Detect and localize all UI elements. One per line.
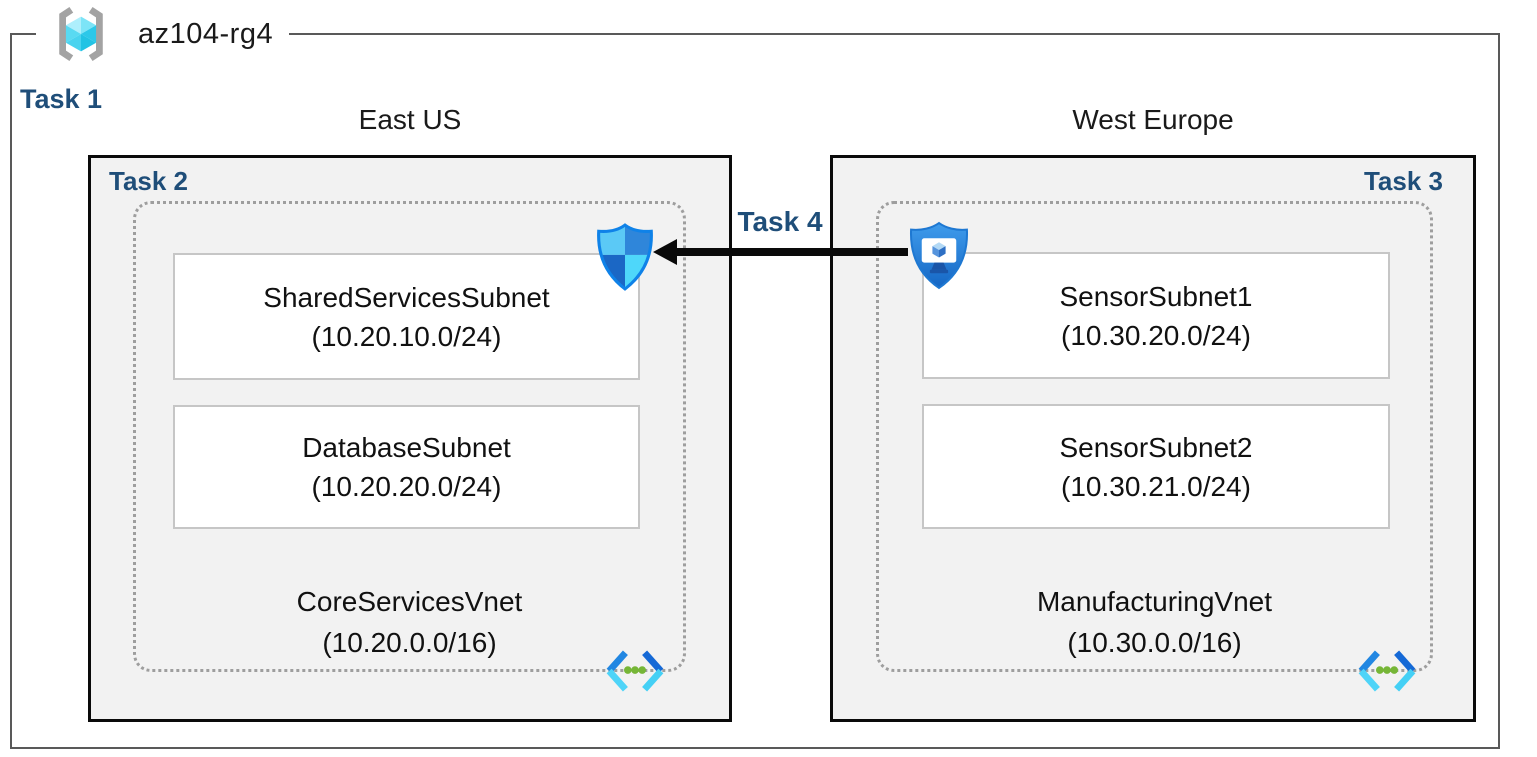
subnet-cidr: (10.30.21.0/24) xyxy=(1061,470,1251,502)
virtual-network-icon xyxy=(1358,650,1416,692)
task3-label: Task 3 xyxy=(1363,166,1443,196)
bastion-shield-monitor-icon xyxy=(910,221,968,290)
peering-arrow-head xyxy=(653,239,677,265)
resource-group-name: az104-rg4 xyxy=(138,17,274,50)
subnet-cidr: (10.20.10.0/24) xyxy=(311,320,502,352)
subnet-cidr: (10.30.20.0/24) xyxy=(1061,319,1251,351)
task4-label: Task 4 xyxy=(737,206,823,237)
resource-group-icon xyxy=(59,6,103,62)
vnet-name-coreservices: CoreServicesVnet (10.20.0.0/16) xyxy=(133,581,686,663)
task2-label: Task 2 xyxy=(109,166,189,196)
subnet-name: SharedServicesSubnet xyxy=(263,281,550,313)
region-label-east-us: East US xyxy=(358,104,462,135)
vnet-cidr-text: (10.20.0.0/16) xyxy=(322,627,497,658)
subnet-name: SensorSubnet2 xyxy=(1059,431,1253,463)
region-label-west-europe: West Europe xyxy=(1072,104,1234,135)
subnet-sensor1: SensorSubnet1 (10.30.20.0/24) xyxy=(922,252,1390,379)
subnet-database: DatabaseSubnet (10.20.20.0/24) xyxy=(173,405,640,529)
subnet-sensor2: SensorSubnet2 (10.30.21.0/24) xyxy=(922,404,1390,529)
vnet-boundary-coreservices xyxy=(133,201,686,672)
peering-arrow-shaft xyxy=(674,248,908,256)
subnet-cidr: (10.20.20.0/24) xyxy=(311,471,502,502)
vnet-cidr-text: (10.30.0.0/16) xyxy=(1067,627,1242,658)
shield-icon xyxy=(597,223,653,291)
vnet-name-manufacturing: ManufacturingVnet (10.30.0.0/16) xyxy=(876,581,1433,663)
resource-group-header: az104-rg4 xyxy=(36,2,290,66)
task1-label: Task 1 xyxy=(20,84,103,114)
resource-group-border xyxy=(10,33,1500,749)
virtual-network-icon xyxy=(606,650,664,692)
subnet-sharedservices: SharedServicesSubnet (10.20.10.0/24) xyxy=(173,253,640,380)
vnet-boundary-manufacturing xyxy=(876,201,1433,672)
subnet-name: SensorSubnet1 xyxy=(1059,280,1253,312)
subnet-name: DatabaseSubnet xyxy=(302,432,511,463)
vnet-name-text: CoreServicesVnet xyxy=(296,586,523,617)
vnet-name-text: ManufacturingVnet xyxy=(1036,586,1273,617)
